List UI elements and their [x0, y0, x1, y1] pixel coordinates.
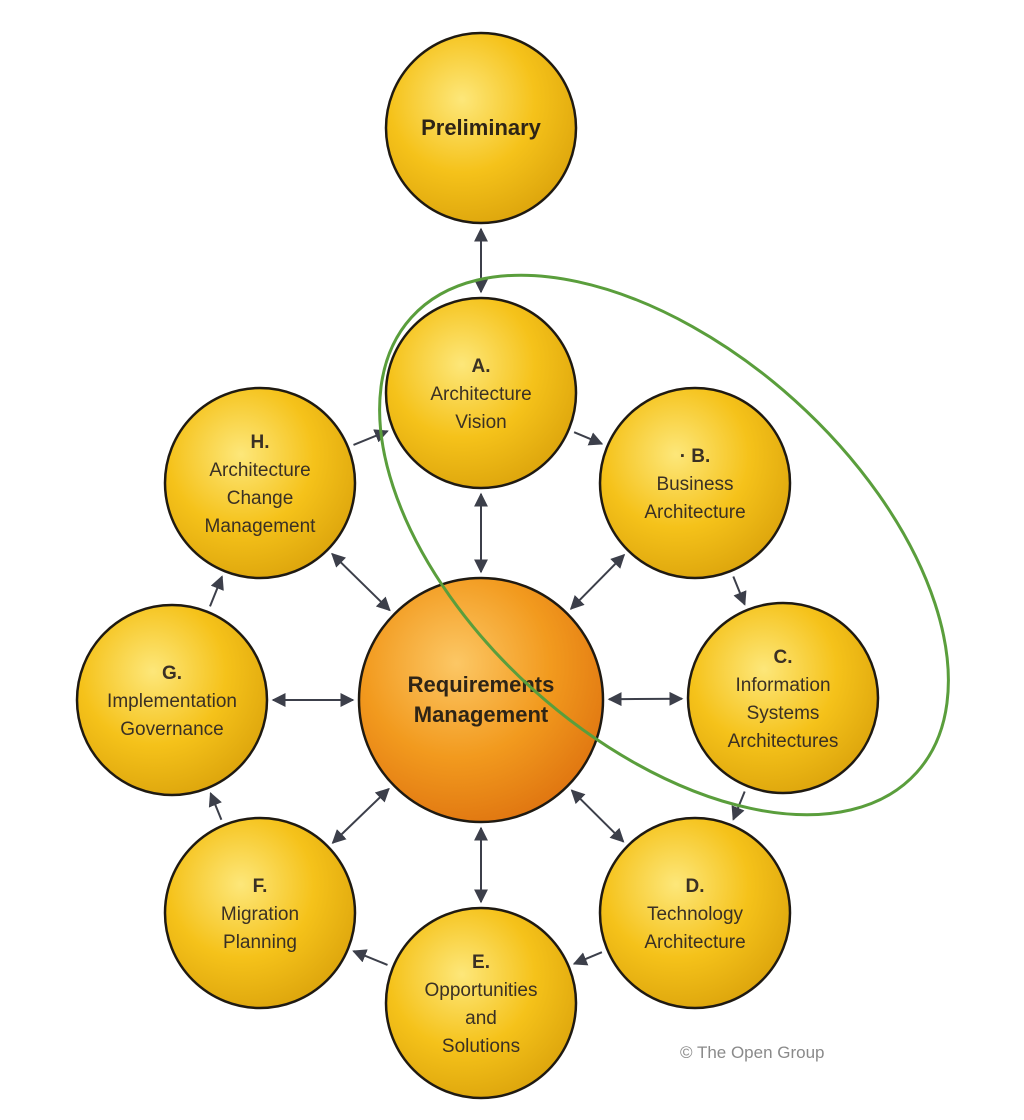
phase-c-information-systems-architectures-letter: C.: [774, 647, 793, 668]
phase-h-architecture-change-management-label-line: Architecture: [209, 460, 310, 481]
phase-d-technology-architecture-circle: [598, 816, 792, 1010]
phase-f-migration-planning-label-line: Migration: [221, 904, 299, 925]
phase-d-technology-architecture-letter: D.: [686, 876, 705, 897]
arrow-rm-to-b: [569, 553, 626, 610]
highlight-ellipse: [378, 273, 950, 817]
phase-f-migration-planning-letter: F.: [253, 876, 268, 897]
copyright-text: © The Open Group: [680, 1043, 825, 1062]
arrow-a-to-b: [573, 431, 604, 446]
phase-h-architecture-change-management-letter: H.: [251, 432, 270, 453]
requirements-management-label-line: Requirements: [408, 672, 555, 697]
phase-a-architecture-vision-label-line: Architecture: [430, 384, 531, 405]
phase-preliminary-label-line: Preliminary: [421, 115, 542, 140]
phase-h-architecture-change-management-label-line: Management: [205, 516, 317, 537]
arrow-rm-to-f: [331, 787, 390, 844]
phase-f-migration-planning-label-line: Planning: [223, 932, 297, 953]
arrow-b-to-c: [732, 576, 747, 606]
arrow-e-to-f: [352, 949, 388, 966]
arrow-f-to-g: [208, 792, 223, 821]
connector-layer: [208, 227, 747, 966]
phase-h-architecture-change-management-label-line: Change: [227, 488, 294, 509]
phase-g-implementation-governance-letter: G.: [162, 663, 182, 684]
phase-e-opportunities-and-solutions-circle: [384, 906, 578, 1100]
phase-d-technology-architecture-label-line: Technology: [647, 904, 744, 925]
phase-c-information-systems-architectures-label-line: Systems: [747, 703, 820, 724]
phase-h-architecture-change-management-circle: [163, 386, 357, 580]
phase-d-technology-architecture-label-line: Architecture: [644, 932, 745, 953]
phase-e-opportunities-and-solutions-label-line: Solutions: [442, 1036, 520, 1057]
phase-preliminary: Preliminary: [384, 31, 578, 225]
phase-b-business-architecture-circle: [598, 386, 792, 580]
phase-e-opportunities-and-solutions-letter: E.: [472, 952, 490, 973]
phase-g-implementation-governance-label-line: Governance: [120, 719, 224, 740]
phase-f-migration-planning-circle: [163, 816, 357, 1010]
phase-c-information-systems-architectures-label-line: Information: [735, 675, 830, 696]
phase-b-business-architecture-label-line: Architecture: [644, 502, 745, 523]
phase-g-implementation-governance-label-line: Implementation: [107, 691, 237, 712]
phase-a-architecture-vision-letter: A.: [472, 356, 491, 377]
phase-c-information-systems-architectures-circle: [686, 601, 880, 795]
phase-a-architecture-vision-label-line: Vision: [455, 412, 506, 433]
arrow-d-to-e: [572, 951, 603, 966]
phase-b-business-architecture-letter: · B.: [680, 446, 711, 467]
phase-c-information-systems-architectures-label-line: Architectures: [728, 731, 839, 752]
arrow-rm-to-h: [331, 552, 391, 612]
arrow-rm-to-d: [570, 789, 625, 843]
arrow-rm-to-c: [607, 691, 684, 707]
arrow-g-to-h: [209, 575, 224, 607]
phase-preliminary-circle: [384, 31, 578, 225]
phase-e-opportunities-and-solutions-label-line: and: [465, 1008, 497, 1029]
phase-g-implementation-governance-circle: [75, 603, 269, 797]
requirements-management-label-line: Management: [414, 702, 549, 727]
phase-b-business-architecture-label-line: Business: [656, 474, 733, 495]
phase-e-opportunities-and-solutions-label-line: Opportunities: [424, 980, 537, 1001]
phase-a-architecture-vision-circle: [384, 296, 578, 490]
requirements-management-circle: [357, 576, 605, 824]
